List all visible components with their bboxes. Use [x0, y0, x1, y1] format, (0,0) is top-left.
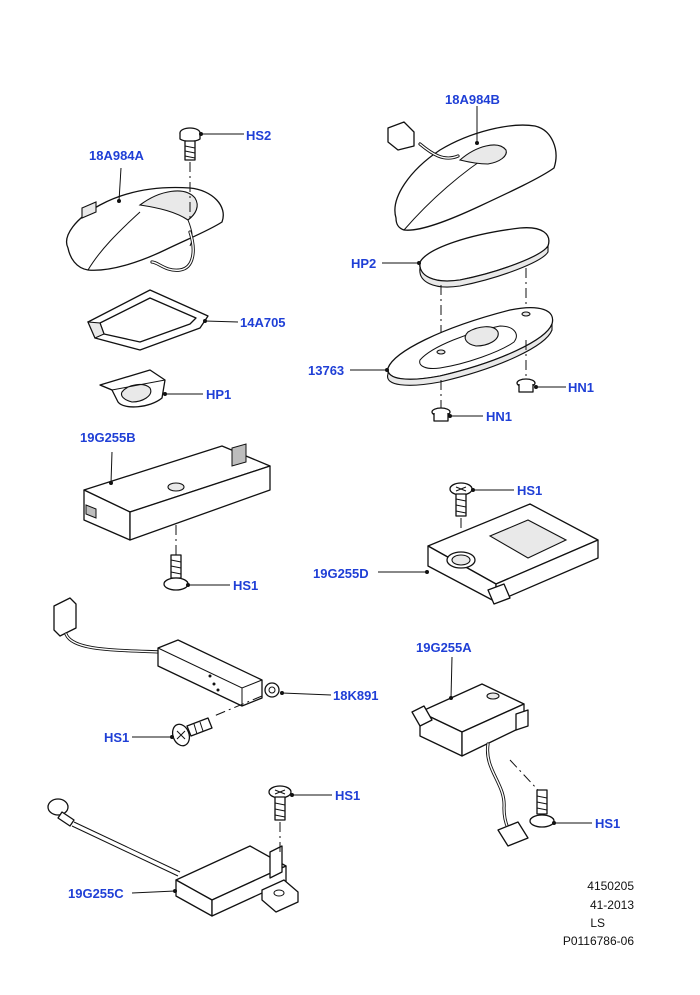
nut-hn1-a — [516, 378, 566, 393]
label-14a705: 14A705 — [240, 315, 286, 330]
label-19g255d: 19G255D — [313, 566, 369, 581]
label-hs1-c: HS1 — [335, 788, 361, 803]
screw-hs2 — [179, 127, 244, 220]
module-19g255a — [411, 656, 539, 847]
pad-hp1 — [99, 369, 203, 408]
label-19g255b: 19G255B — [80, 430, 136, 445]
pad-hp2 — [382, 227, 550, 352]
label-18a984a: 18A984A — [89, 148, 144, 163]
footer-line-1: 4150205 — [587, 879, 634, 893]
label-hs1-k: HS1 — [104, 730, 130, 745]
label-19g255c: 19G255C — [68, 886, 124, 901]
base-13763 — [350, 307, 554, 410]
label-hn1-a: HN1 — [568, 380, 595, 395]
antenna-cover-18a984b — [387, 106, 557, 231]
label-hs1-b: HS1 — [233, 578, 259, 593]
footer-line-2: 41-2013 — [589, 898, 634, 912]
screw-hs1-b — [163, 554, 230, 591]
label-18a984b: 18A984B — [445, 92, 500, 107]
nut-hn1-b — [431, 407, 483, 422]
screw-hs1-c — [268, 785, 332, 852]
label-hn1-b: HN1 — [486, 409, 513, 424]
module-19g255d — [378, 503, 599, 605]
label-hp1: HP1 — [206, 387, 232, 402]
gasket-14a705 — [87, 289, 239, 351]
screw-hs1-d — [449, 482, 514, 552]
footer-line-3: LS — [590, 916, 605, 930]
module-19g255c — [47, 798, 299, 917]
footer-line-4: P0116786-06 — [562, 934, 634, 948]
cable-18k891 — [53, 597, 332, 717]
screw-hs1-a — [529, 789, 592, 828]
screw-hs1-k — [132, 717, 213, 747]
label-19g255a: 19G255A — [416, 640, 472, 655]
label-13763: 13763 — [308, 363, 345, 378]
label-hs1-a: HS1 — [595, 816, 621, 831]
module-19g255b — [83, 443, 271, 555]
antenna-cover-18a984a — [66, 167, 224, 272]
label-18k891: 18K891 — [333, 688, 379, 703]
label-hs2: HS2 — [246, 128, 272, 143]
label-hp2: HP2 — [351, 256, 377, 271]
label-hs1-d: HS1 — [517, 483, 543, 498]
